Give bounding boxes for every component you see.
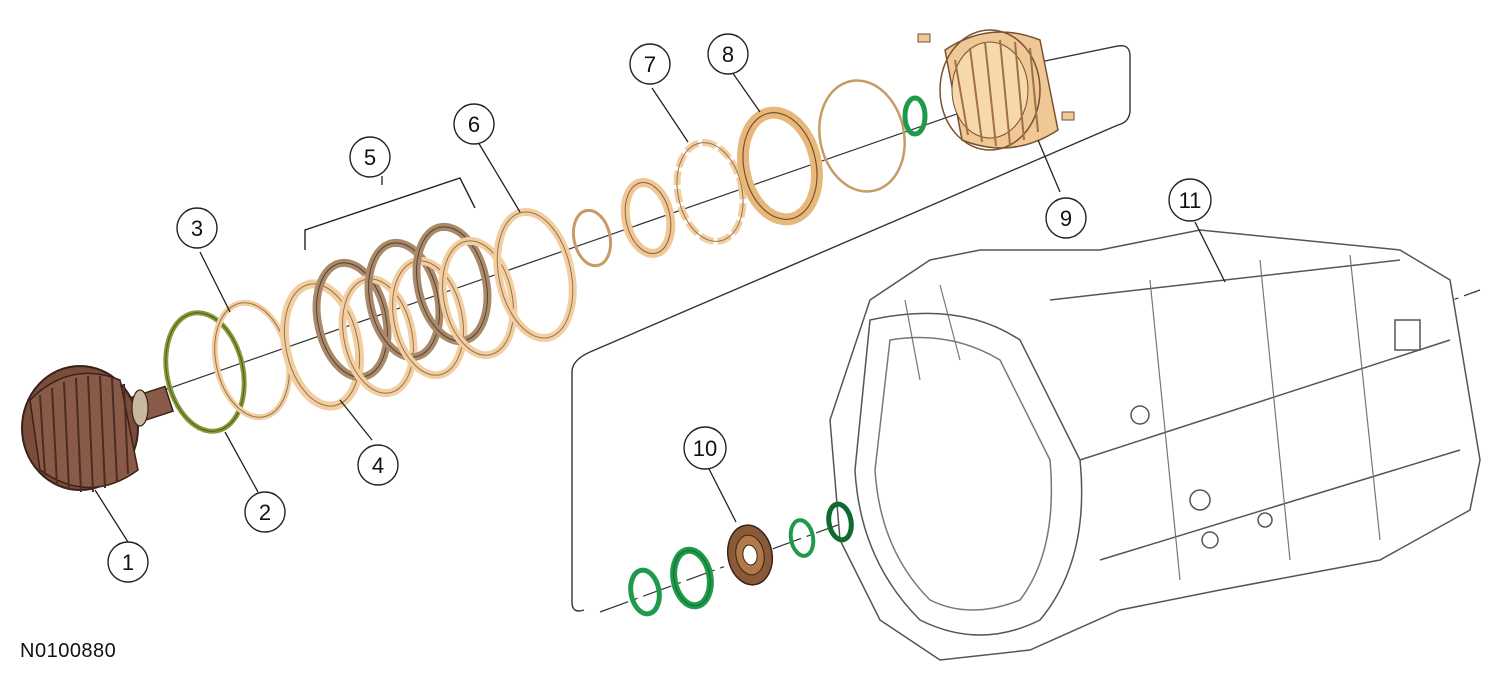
- svg-text:4: 4: [372, 453, 384, 478]
- callout-11: 11: [1168, 178, 1212, 222]
- callout-1: 1: [107, 541, 149, 583]
- part-6-plate: [493, 207, 577, 343]
- axis-line-upper: [149, 84, 1041, 396]
- part-9-hub: [917, 29, 1075, 151]
- callout-markers: 1 2 3 4 5 6 7 8: [107, 33, 1212, 583]
- lower-seal-group: [628, 501, 854, 617]
- part-small-ring: [571, 208, 613, 268]
- svg-text:10: 10: [693, 436, 717, 461]
- part-lower-seal-3: [788, 518, 816, 558]
- svg-text:9: 9: [1060, 206, 1072, 231]
- leader-lines: [94, 71, 1226, 543]
- upper-centerline-bracket: [571, 45, 1131, 612]
- part-green-seal-small: [902, 95, 928, 137]
- callout-4: 4: [357, 444, 399, 486]
- callout-2: 2: [244, 491, 286, 533]
- part-8-bearing: [737, 106, 823, 226]
- part-10-bearing: [726, 524, 774, 586]
- callout-7: 7: [629, 43, 671, 85]
- callout-6: 6: [453, 103, 495, 145]
- part-large-ring: [818, 79, 906, 193]
- part-2-snap-ring: [163, 310, 247, 434]
- svg-text:3: 3: [191, 216, 203, 241]
- svg-text:1: 1: [122, 550, 134, 575]
- svg-text:7: 7: [644, 52, 656, 77]
- callout-8: 8: [707, 33, 749, 75]
- part-11-transmission-case: [829, 229, 1481, 661]
- svg-text:8: 8: [722, 42, 734, 67]
- figure-id: N0100880: [20, 640, 117, 662]
- svg-text:11: 11: [1179, 188, 1202, 213]
- callout-10: 10: [683, 426, 727, 470]
- part-1-drum: [21, 365, 174, 493]
- callout-5: 5: [349, 136, 391, 178]
- svg-text:2: 2: [259, 500, 271, 525]
- callout-3: 3: [176, 207, 218, 249]
- part-lower-seal-1: [628, 567, 662, 617]
- svg-text:5: 5: [364, 145, 376, 170]
- callout-5-bracket: [304, 177, 476, 250]
- part-4-clutch-pack: [280, 222, 518, 411]
- part-lower-seal-4: [826, 501, 854, 543]
- callout-9: 9: [1045, 197, 1087, 239]
- part-thrust-washer: [620, 177, 676, 259]
- svg-text:6: 6: [468, 112, 480, 137]
